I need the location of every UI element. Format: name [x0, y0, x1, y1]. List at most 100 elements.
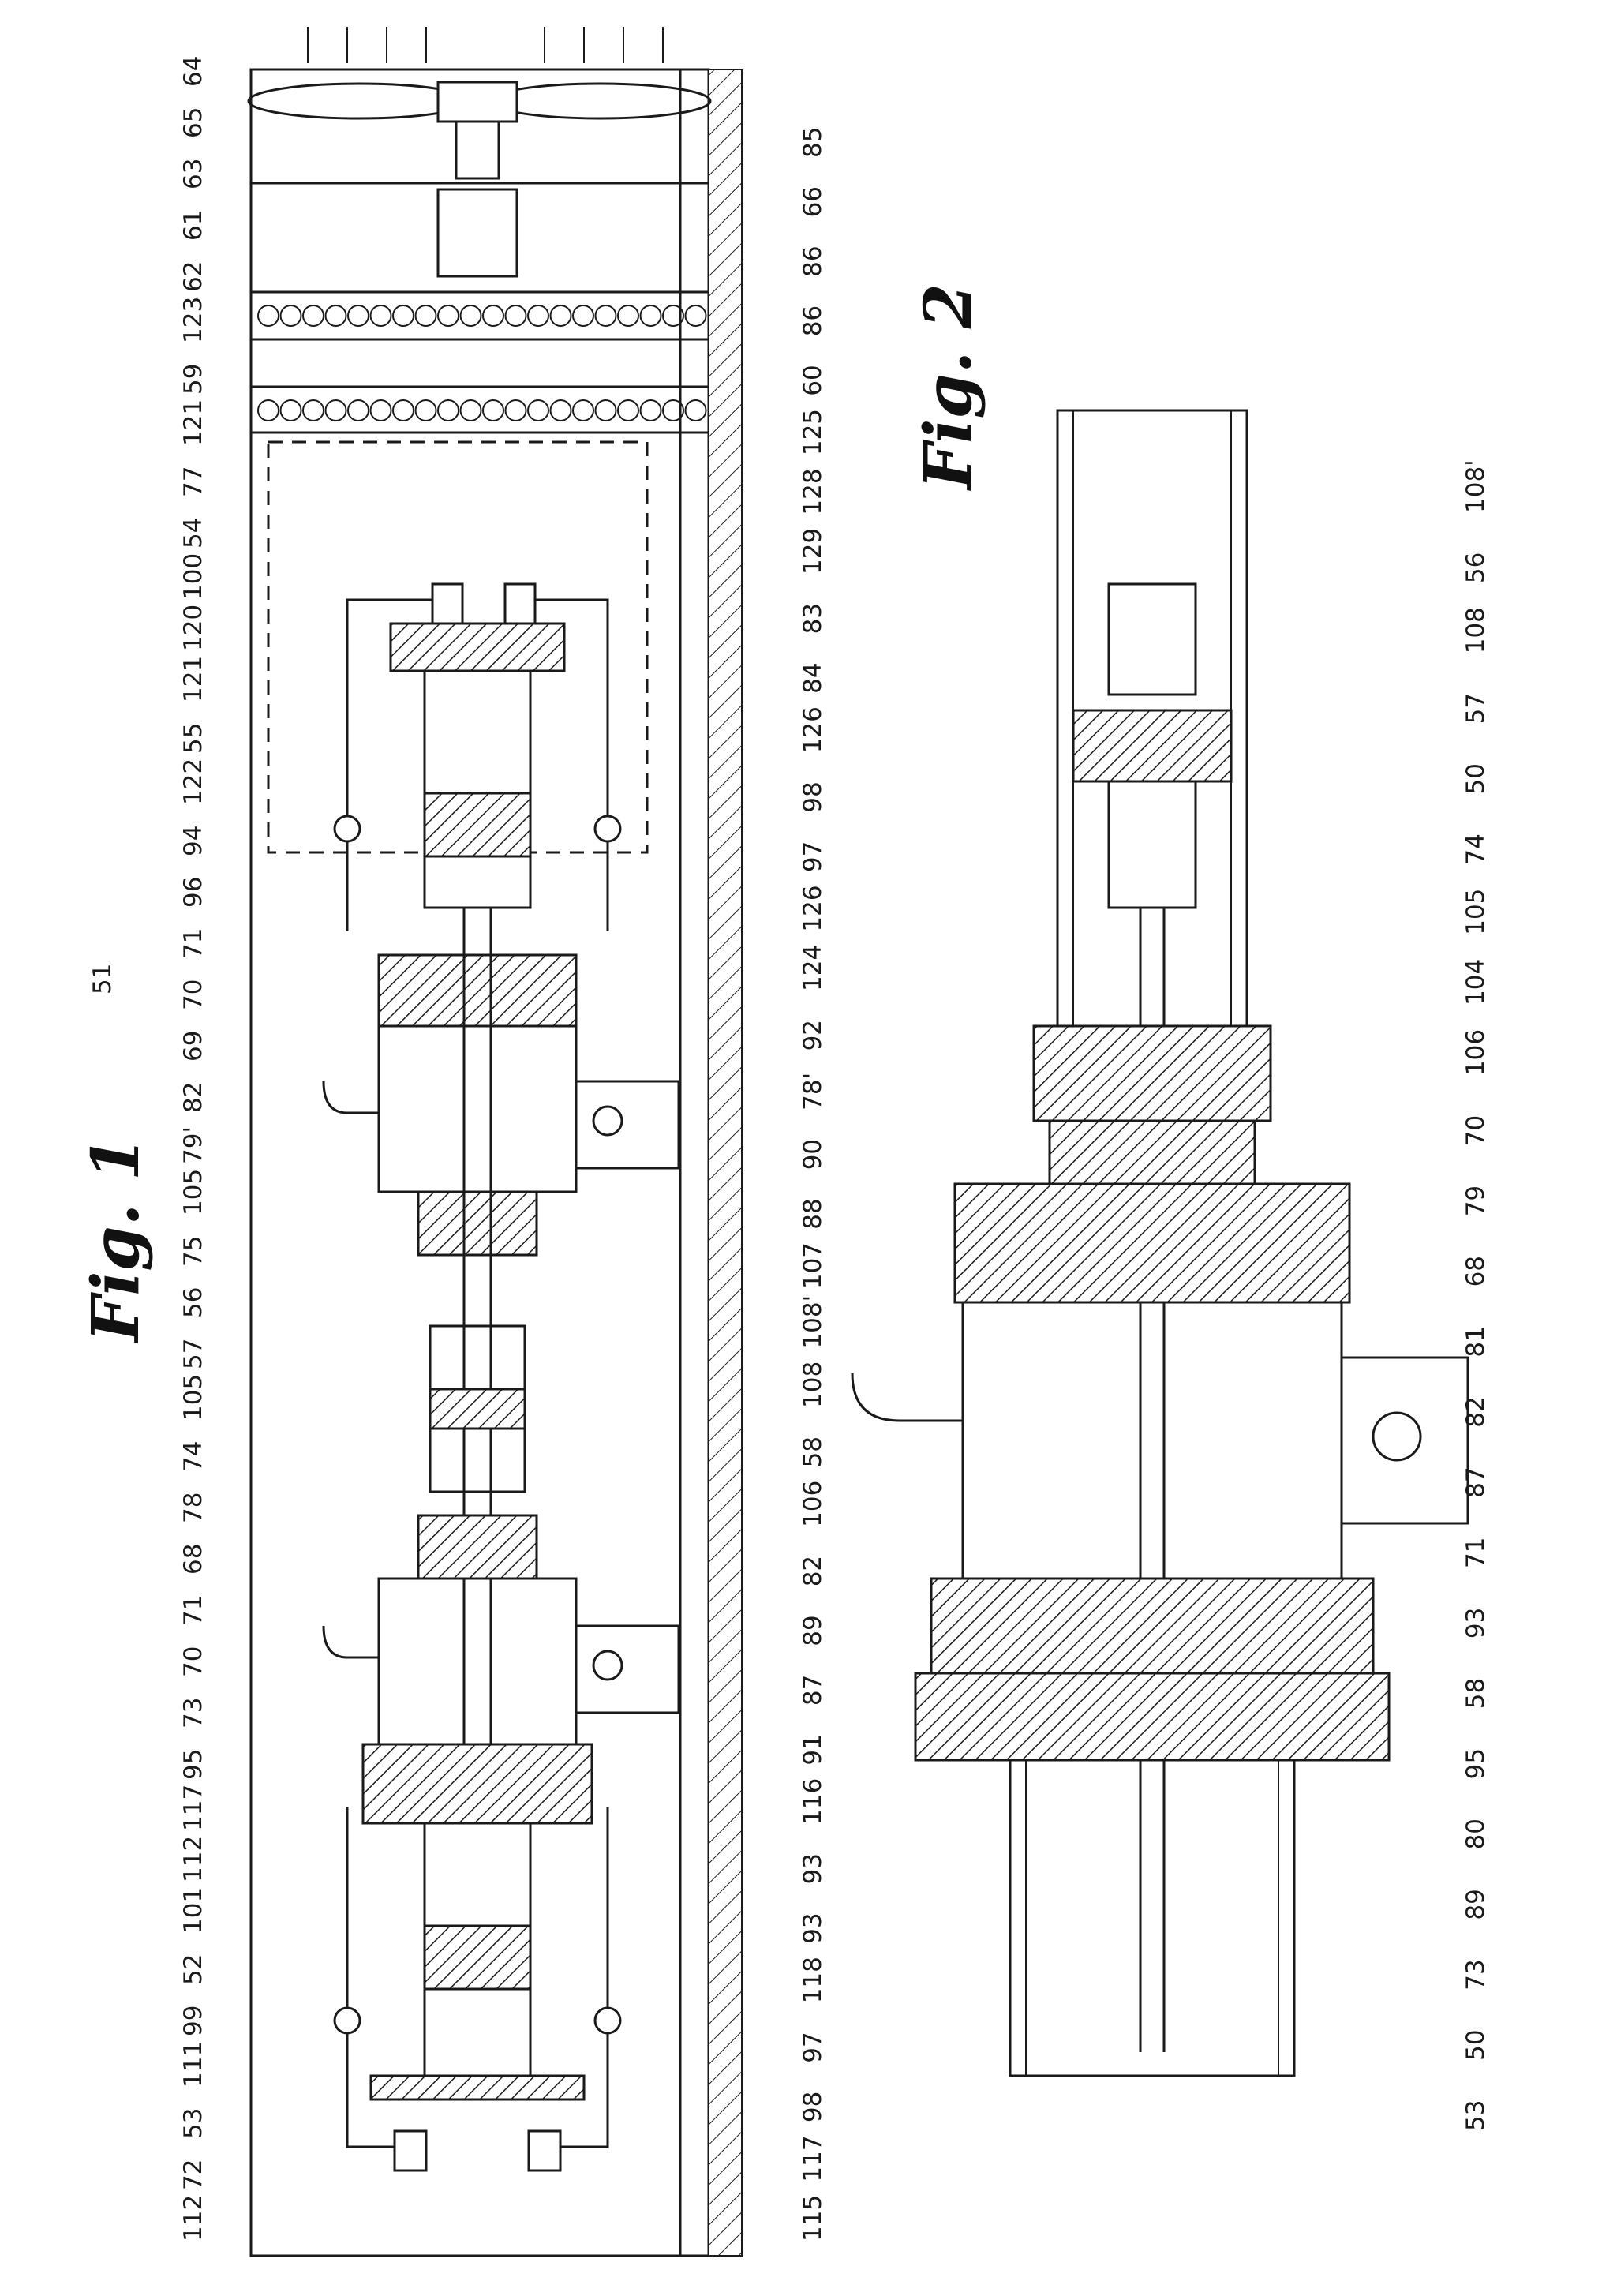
- reference-numeral: 121: [179, 399, 208, 446]
- valve-120: [335, 816, 360, 841]
- flange-105-upper: [418, 1192, 537, 1255]
- coil-tube: [686, 305, 706, 326]
- fan-motor: [438, 189, 517, 276]
- reference-numeral: 88: [799, 1198, 827, 1229]
- coil-tube: [326, 305, 346, 326]
- coil-tube: [483, 400, 503, 421]
- flange-122: [379, 955, 576, 1026]
- reference-numeral: 78': [799, 1073, 827, 1111]
- reference-numeral: 99: [179, 2006, 208, 2036]
- piston-lower: [425, 1926, 530, 1989]
- coil-tube: [371, 400, 391, 421]
- reference-numeral: 74: [1462, 833, 1490, 864]
- reference-numeral: 108: [1462, 607, 1490, 654]
- lower-cylinder: [335, 1807, 620, 2171]
- coil-tube: [573, 400, 593, 421]
- coil-tube: [416, 400, 436, 421]
- reference-numeral: 66: [799, 186, 827, 217]
- reference-numeral: 108': [799, 1295, 827, 1349]
- coil-tube: [326, 400, 346, 421]
- reference-numeral: 65: [179, 107, 208, 138]
- fan-shaft: [456, 122, 499, 178]
- coil-tube: [438, 305, 459, 326]
- reference-numeral: 56: [1462, 552, 1490, 583]
- reference-numeral: 105: [179, 1169, 208, 1215]
- reference-numeral: 54: [179, 518, 208, 549]
- coil-tube: [281, 305, 301, 326]
- coil-tube: [258, 305, 279, 326]
- coil-tube: [393, 305, 414, 326]
- flange-73: [363, 1744, 592, 1823]
- reference-numeral: 120: [179, 605, 208, 651]
- reference-numeral: 111: [179, 2041, 208, 2088]
- cylinder-54: [425, 671, 530, 908]
- coil-tube: [551, 400, 571, 421]
- coil-tube: [303, 400, 324, 421]
- reference-numeral: 87: [799, 1675, 827, 1706]
- reference-numeral: 97: [799, 2032, 827, 2062]
- reference-numeral: 101: [179, 1887, 208, 1934]
- fitting-115: [529, 2131, 560, 2171]
- figure-2-labels: 108'561085750741051041067079688182877193…: [1462, 459, 1490, 2131]
- end-cap-77: [391, 624, 564, 671]
- reference-numeral: 78: [179, 1493, 208, 1523]
- housing-79prime: [379, 1026, 576, 1192]
- foot-89: [1342, 1358, 1468, 1523]
- reference-numeral: 96: [179, 877, 208, 908]
- fitting-123: [432, 584, 462, 624]
- coil-tube: [596, 400, 616, 421]
- coil-tube: [348, 305, 369, 326]
- reference-numeral: 90: [799, 1139, 827, 1170]
- reference-numeral: 73: [179, 1698, 208, 1729]
- reference-numeral: 61: [179, 210, 208, 241]
- reference-numeral: 81: [1462, 1326, 1490, 1357]
- pivot-88: [593, 1107, 622, 1135]
- reference-numeral: 108': [1462, 459, 1490, 513]
- coil-tube: [641, 305, 661, 326]
- reference-numeral: 106: [1462, 1029, 1490, 1076]
- valve-99: [335, 2008, 360, 2033]
- coil-tube: [506, 400, 526, 421]
- reference-numeral: 123: [179, 297, 208, 343]
- coil-tube: [393, 400, 414, 421]
- valve-118: [595, 2008, 620, 2033]
- reference-numeral: 100: [179, 553, 208, 600]
- coil-tube: [371, 305, 391, 326]
- coil-tube: [281, 400, 301, 421]
- coil-tube: [528, 400, 548, 421]
- reference-numeral: 77: [179, 466, 208, 497]
- piston-108: [1109, 781, 1196, 908]
- pivot-87-fig2: [1373, 1413, 1420, 1460]
- flange-105-lower: [418, 1515, 537, 1579]
- upper-pump-body: [324, 955, 679, 1255]
- coil-tube: [461, 400, 481, 421]
- flange-104: [1050, 1121, 1255, 1184]
- reference-numeral: 80: [1462, 1818, 1490, 1849]
- heat-exchanger-coils: [251, 292, 709, 433]
- reference-numeral: 82: [1462, 1396, 1490, 1427]
- reference-numeral: 98: [799, 781, 827, 812]
- reference-numeral: 94: [179, 826, 208, 856]
- reference-numeral: 55: [179, 723, 208, 754]
- flange-74: [1034, 1026, 1271, 1121]
- reference-numeral: 70: [179, 979, 208, 1010]
- coil-tube: [258, 400, 279, 421]
- coil-tube: [551, 305, 571, 326]
- reference-numeral: 71: [1462, 1538, 1490, 1568]
- reference-numeral: 71: [179, 928, 208, 959]
- reference-numeral: 73: [1462, 1959, 1490, 1990]
- figure-1-drawing: [249, 27, 742, 2256]
- coil-tube: [618, 305, 638, 326]
- reference-numeral: 98: [799, 2092, 827, 2122]
- reference-numeral: 118: [799, 1957, 827, 2003]
- fitting-113: [395, 2131, 426, 2171]
- reference-numeral: 95: [179, 1749, 208, 1780]
- reference-numeral: 106: [799, 1481, 827, 1527]
- reference-numeral: 105: [179, 1374, 208, 1421]
- foot-92: [576, 1081, 679, 1168]
- reference-numeral: 87: [1462, 1466, 1490, 1497]
- coil-tube: [461, 305, 481, 326]
- coil-tube: [641, 400, 661, 421]
- reference-numeral: 83: [799, 603, 827, 634]
